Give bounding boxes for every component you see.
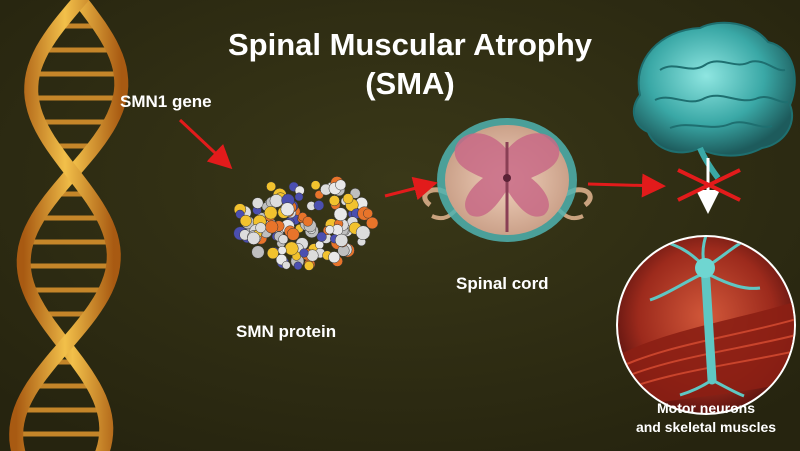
protein-molecule-icon [233, 176, 379, 271]
label-spinal-cord: Spinal cord [456, 274, 549, 293]
diagram-subtitle: (SMA) [365, 66, 455, 101]
label-smn-protein: SMN protein [236, 322, 337, 341]
motor-neuron-icon [616, 235, 796, 415]
arrow-protein-to-cord [384, 176, 438, 201]
diagram-title: Spinal Muscular Atrophy [227, 27, 592, 62]
red-x-blocked-icon [677, 168, 741, 202]
spinal-cord-cross-section-icon [422, 118, 593, 242]
label-motor-neurons: Motor neurons [657, 400, 755, 416]
arrow-gene-to-protein [178, 118, 233, 170]
label-smn1-gene: SMN1 gene [120, 92, 212, 111]
dna-helix-icon [9, 0, 129, 451]
label-skeletal-muscles: and skeletal muscles [635, 419, 777, 435]
arrow-cord-to-neurons [587, 173, 666, 198]
